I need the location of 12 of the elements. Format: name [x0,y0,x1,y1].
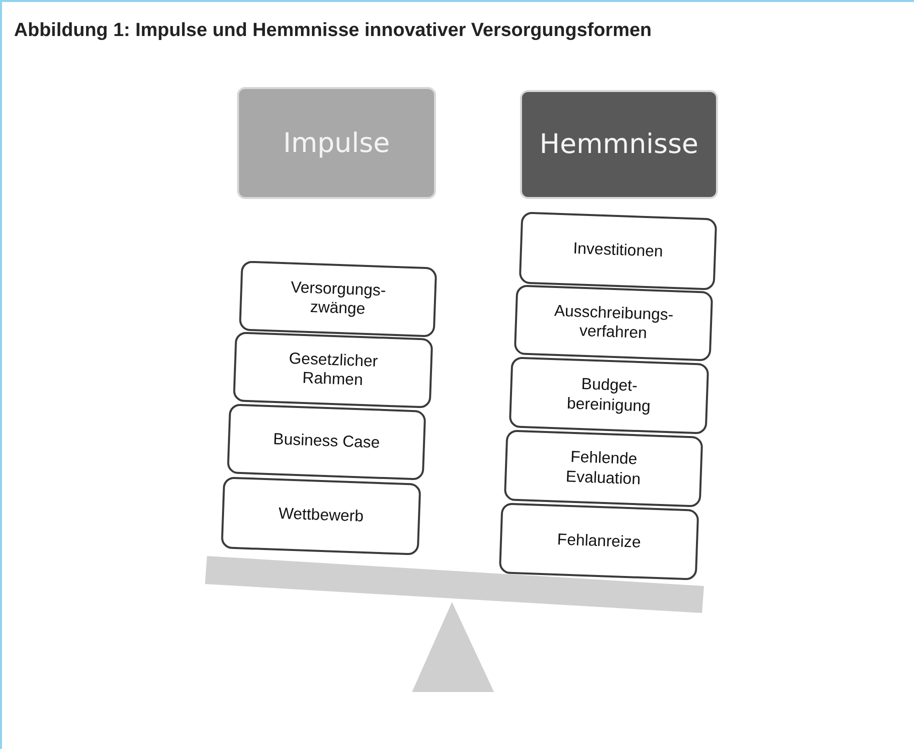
factor-box: Ausschreibungs- verfahren [514,284,714,362]
category-header: Hemmnisse [520,90,718,199]
factor-box: Business Case [226,404,426,480]
factor-box: Fehlende Evaluation [504,430,704,508]
factor-box: Budget- bereinigung [508,356,710,434]
factor-box: Fehlanreize [498,502,700,580]
factor-box: Gesetzlicher Rahmen [232,332,434,408]
factor-box: Investitionen [518,212,718,290]
figure-title: Abbildung 1: Impulse und Hemmnisse innovativer Versorgungsformen [14,20,652,42]
factor-box: Wettbewerb [220,476,422,556]
factor-box: Versorgungs- zwänge [238,260,438,338]
category-header: Impulse [237,87,436,199]
